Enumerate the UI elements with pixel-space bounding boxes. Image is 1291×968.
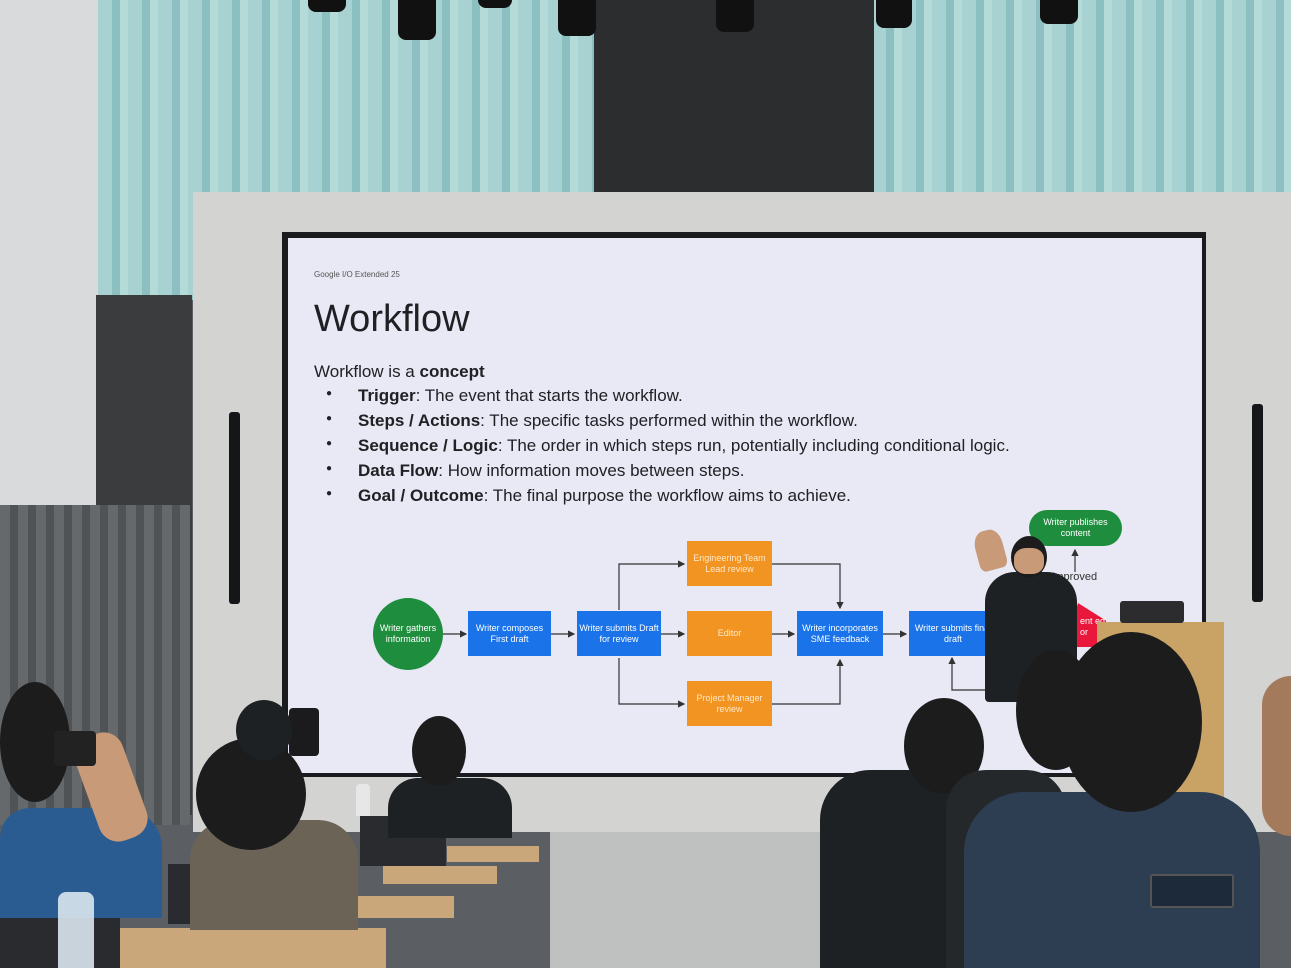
slide-intro: Workflow is a concept: [314, 362, 485, 382]
podium-laptop: [1120, 601, 1184, 623]
laptop-screen: [1150, 874, 1234, 908]
presenter-face: [1014, 548, 1044, 574]
bullet-text: : The specific tasks performed within th…: [480, 411, 858, 430]
bullet-item: Goal / Outcome: The final purpose the wo…: [326, 486, 1010, 511]
bullet-term: Data Flow: [358, 461, 439, 480]
ceiling-light: [308, 0, 346, 12]
ceiling-light: [716, 0, 754, 32]
bullet-term: Goal / Outcome: [358, 486, 484, 505]
bullet-text: : The order in which steps run, potentia…: [497, 436, 1010, 455]
bullet-text: : How information moves between steps.: [438, 461, 745, 480]
decision-label-partial: ent ed or: [1080, 616, 1106, 637]
wall-speaker-left: [229, 412, 240, 604]
node-writer-incorporates: Writer incorporates SME feedback: [797, 611, 883, 656]
bullet-item: Data Flow: How information moves between…: [326, 461, 1010, 486]
bullet-list: Trigger: The event that starts the workf…: [326, 386, 1010, 511]
ceiling-light: [558, 0, 596, 36]
bullet-term: Sequence / Logic: [358, 436, 498, 455]
bullet-item: Steps / Actions: The specific tasks perf…: [326, 411, 1010, 436]
node-writer-composes: Writer composes First draft: [468, 611, 551, 656]
water-bottle: [58, 892, 94, 968]
desk: [330, 896, 454, 918]
desk: [383, 866, 497, 884]
ceiling-light: [398, 0, 436, 40]
dark-pillar: [594, 0, 874, 205]
attendee-edge-face: [1262, 676, 1291, 836]
attendee-head: [1060, 632, 1202, 812]
bullet-text: : The event that starts the workflow.: [415, 386, 683, 405]
ceiling-light: [478, 0, 512, 8]
node-writer-gathers: Writer gathers information: [373, 598, 443, 670]
phone-recording: [289, 708, 319, 756]
bullet-text: : The final purpose the workflow aims to…: [483, 486, 851, 505]
ceiling-light: [1040, 0, 1078, 24]
intro-text: Workflow is a: [314, 362, 420, 381]
desk: [447, 846, 539, 862]
node-pm-review: Project Manager review: [687, 681, 772, 726]
node-writer-publishes: Writer publishes content: [1029, 510, 1122, 546]
attendee-center: [388, 778, 512, 838]
node-editor: Editor: [687, 611, 772, 656]
slide-title: Workflow: [314, 298, 470, 340]
attendee-head: [412, 716, 466, 786]
ceiling-light: [876, 0, 912, 28]
desk: [118, 928, 386, 968]
node-engineering-review: Engineering Team Lead review: [687, 541, 772, 586]
intro-bold: concept: [419, 362, 485, 381]
stage-front-wall: [550, 832, 830, 968]
bullet-term: Steps / Actions: [358, 411, 481, 430]
node-writer-final-draft: Writer submits final draft: [909, 611, 997, 656]
node-writer-submits-draft: Writer submits Draft for review: [577, 611, 661, 656]
diagram-connectors: [443, 548, 1079, 708]
window-curtain-right: [872, 0, 1291, 200]
water-bottle: [356, 784, 370, 816]
phone-camera: [54, 731, 96, 766]
wall-speaker-right: [1252, 404, 1263, 602]
left-wall: [0, 0, 98, 510]
bullet-term: Trigger: [358, 386, 416, 405]
slide-header: Google I/O Extended 25: [314, 270, 400, 279]
bullet-item: Sequence / Logic: The order in which ste…: [326, 436, 1010, 461]
bullet-item: Trigger: The event that starts the workf…: [326, 386, 1010, 411]
attendee-head-back: [236, 700, 292, 760]
